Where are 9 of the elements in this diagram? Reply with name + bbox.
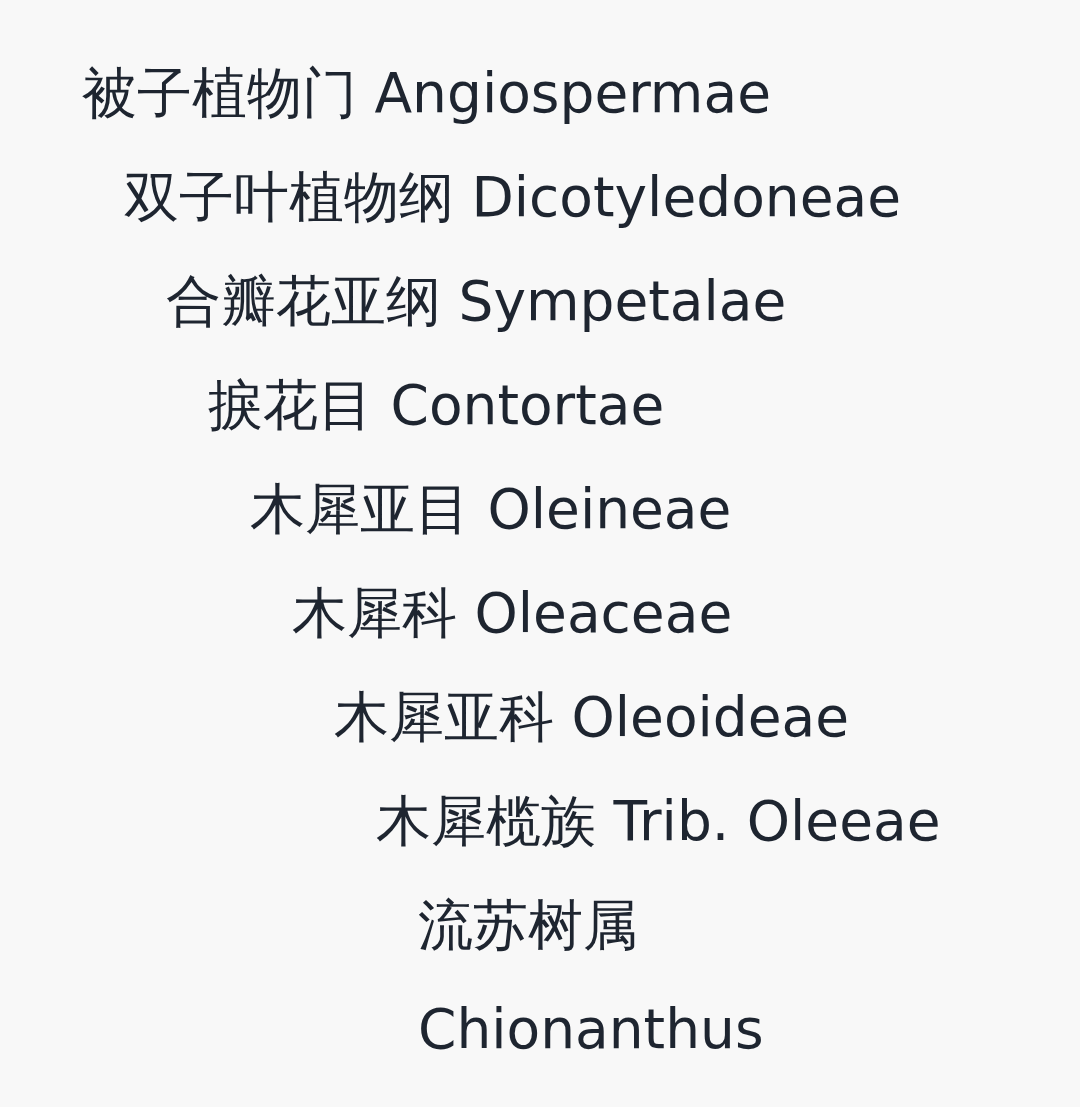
taxon-label: 双子叶植物纲 Dicotyledoneae: [124, 164, 902, 231]
taxon-label: 捩花目 Contortae: [208, 372, 665, 439]
taxon-label: 木犀科 Oleaceae: [292, 580, 733, 647]
taxon-label: 合瓣花亚纲 Sympetalae: [166, 268, 787, 335]
taxon-label: 被子植物门 Angiospermae: [82, 60, 771, 127]
taxon-label: 木犀榄族 Trib. Oleeae: [376, 788, 941, 855]
taxon-label: 木犀亚科 Oleoideae: [334, 684, 850, 751]
taxon-label: 木犀亚目 Oleineae: [250, 476, 732, 543]
taxon-label: 流苏树属 Chionanthus: [418, 892, 765, 1063]
